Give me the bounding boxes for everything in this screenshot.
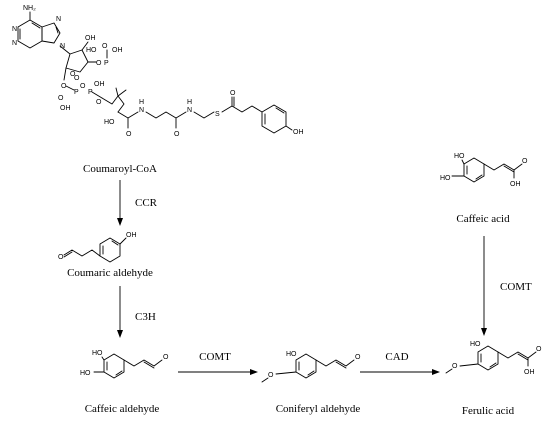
atom-ho: HO: [454, 153, 465, 160]
atom-s: S: [215, 111, 220, 118]
atom-ho: HO: [92, 350, 103, 357]
atom-o: O: [58, 95, 64, 102]
atom-oh: OH: [524, 369, 535, 376]
arrowhead: [250, 369, 258, 375]
atom-o: O: [126, 131, 132, 138]
atom-oh: OH: [112, 47, 123, 54]
enzyme-cad: CAD: [385, 351, 408, 363]
atom-n: N: [12, 26, 17, 33]
atom-oh: OH: [126, 232, 137, 239]
atom-o: O: [522, 158, 528, 165]
coniferyl-aldehyde-structure: HO O O: [261, 351, 361, 383]
label-coniferyl-aldehyde: Coniferyl aldehyde: [276, 403, 361, 415]
label-caffeic-acid: Caffeic acid: [456, 213, 510, 225]
ferulic-acid-structure: HO O O OH: [445, 341, 542, 376]
arrowhead: [117, 218, 123, 226]
atom-oh: OH: [94, 81, 105, 88]
atom-n: N: [187, 107, 192, 114]
enzyme-comt-1: COMT: [199, 351, 231, 363]
atom-p: P: [74, 89, 79, 96]
atom-o: O: [163, 354, 169, 361]
caffeic-acid-structure: HO HO O OH: [440, 153, 528, 188]
atom-oh: OH: [60, 105, 71, 112]
atom-o: O: [452, 363, 458, 370]
label-coumaroyl-coa: Coumaroyl-CoA: [83, 163, 157, 175]
enzyme-ccr: CCR: [135, 197, 158, 209]
label-ferulic-acid: Ferulic acid: [462, 405, 515, 417]
atom-o: O: [96, 60, 102, 67]
arrowhead: [481, 328, 487, 336]
atom-o: O: [536, 346, 542, 353]
atom-n: N: [12, 40, 17, 47]
enzyme-comt-2: COMT: [500, 281, 532, 293]
atom-o: O: [230, 90, 236, 97]
atom-o: O: [102, 43, 108, 50]
label-coumaric-aldehyde: Coumaric aldehyde: [67, 267, 153, 279]
coumaroyl-coa-structure: NH₂ N N N N O OH O P O HO OH O P O P OH …: [12, 5, 304, 138]
atom-n: N: [60, 43, 65, 50]
atom-ho: HO: [286, 351, 297, 358]
atom-ho: HO: [86, 47, 97, 54]
atom-o: O: [74, 75, 80, 82]
atom-oh: OH: [293, 129, 304, 136]
caffeic-aldehyde-structure: HO HO O: [80, 350, 169, 379]
atom-ho: HO: [104, 119, 115, 126]
atom-ho: HO: [440, 175, 451, 182]
atom-ho: HO: [470, 341, 481, 348]
atom-o: O: [174, 131, 180, 138]
enzyme-c3h: C3H: [135, 311, 156, 323]
atom-p: P: [104, 60, 109, 67]
atom-o: O: [80, 83, 86, 90]
atom-o: O: [70, 71, 76, 78]
atom-o: O: [96, 99, 102, 106]
atom-o: O: [58, 254, 64, 261]
atom-p: P: [88, 89, 93, 96]
atom-n: N: [139, 107, 144, 114]
arrowhead: [117, 330, 123, 338]
arrowhead: [432, 369, 440, 375]
atom-o: O: [355, 354, 361, 361]
atom-h: H: [187, 99, 192, 106]
atom-n: N: [56, 16, 61, 23]
label-caffeic-aldehyde: Caffeic aldehyde: [85, 403, 160, 415]
coumaric-aldehyde-structure: O OH: [58, 232, 137, 263]
atom-o: O: [61, 83, 67, 90]
atom-oh: OH: [85, 35, 96, 42]
atom-ho: HO: [80, 370, 91, 377]
atom-oh: OH: [510, 181, 521, 188]
atom-o: O: [268, 372, 274, 379]
atom-h: H: [139, 99, 144, 106]
atom-nh2: NH₂: [23, 5, 36, 12]
